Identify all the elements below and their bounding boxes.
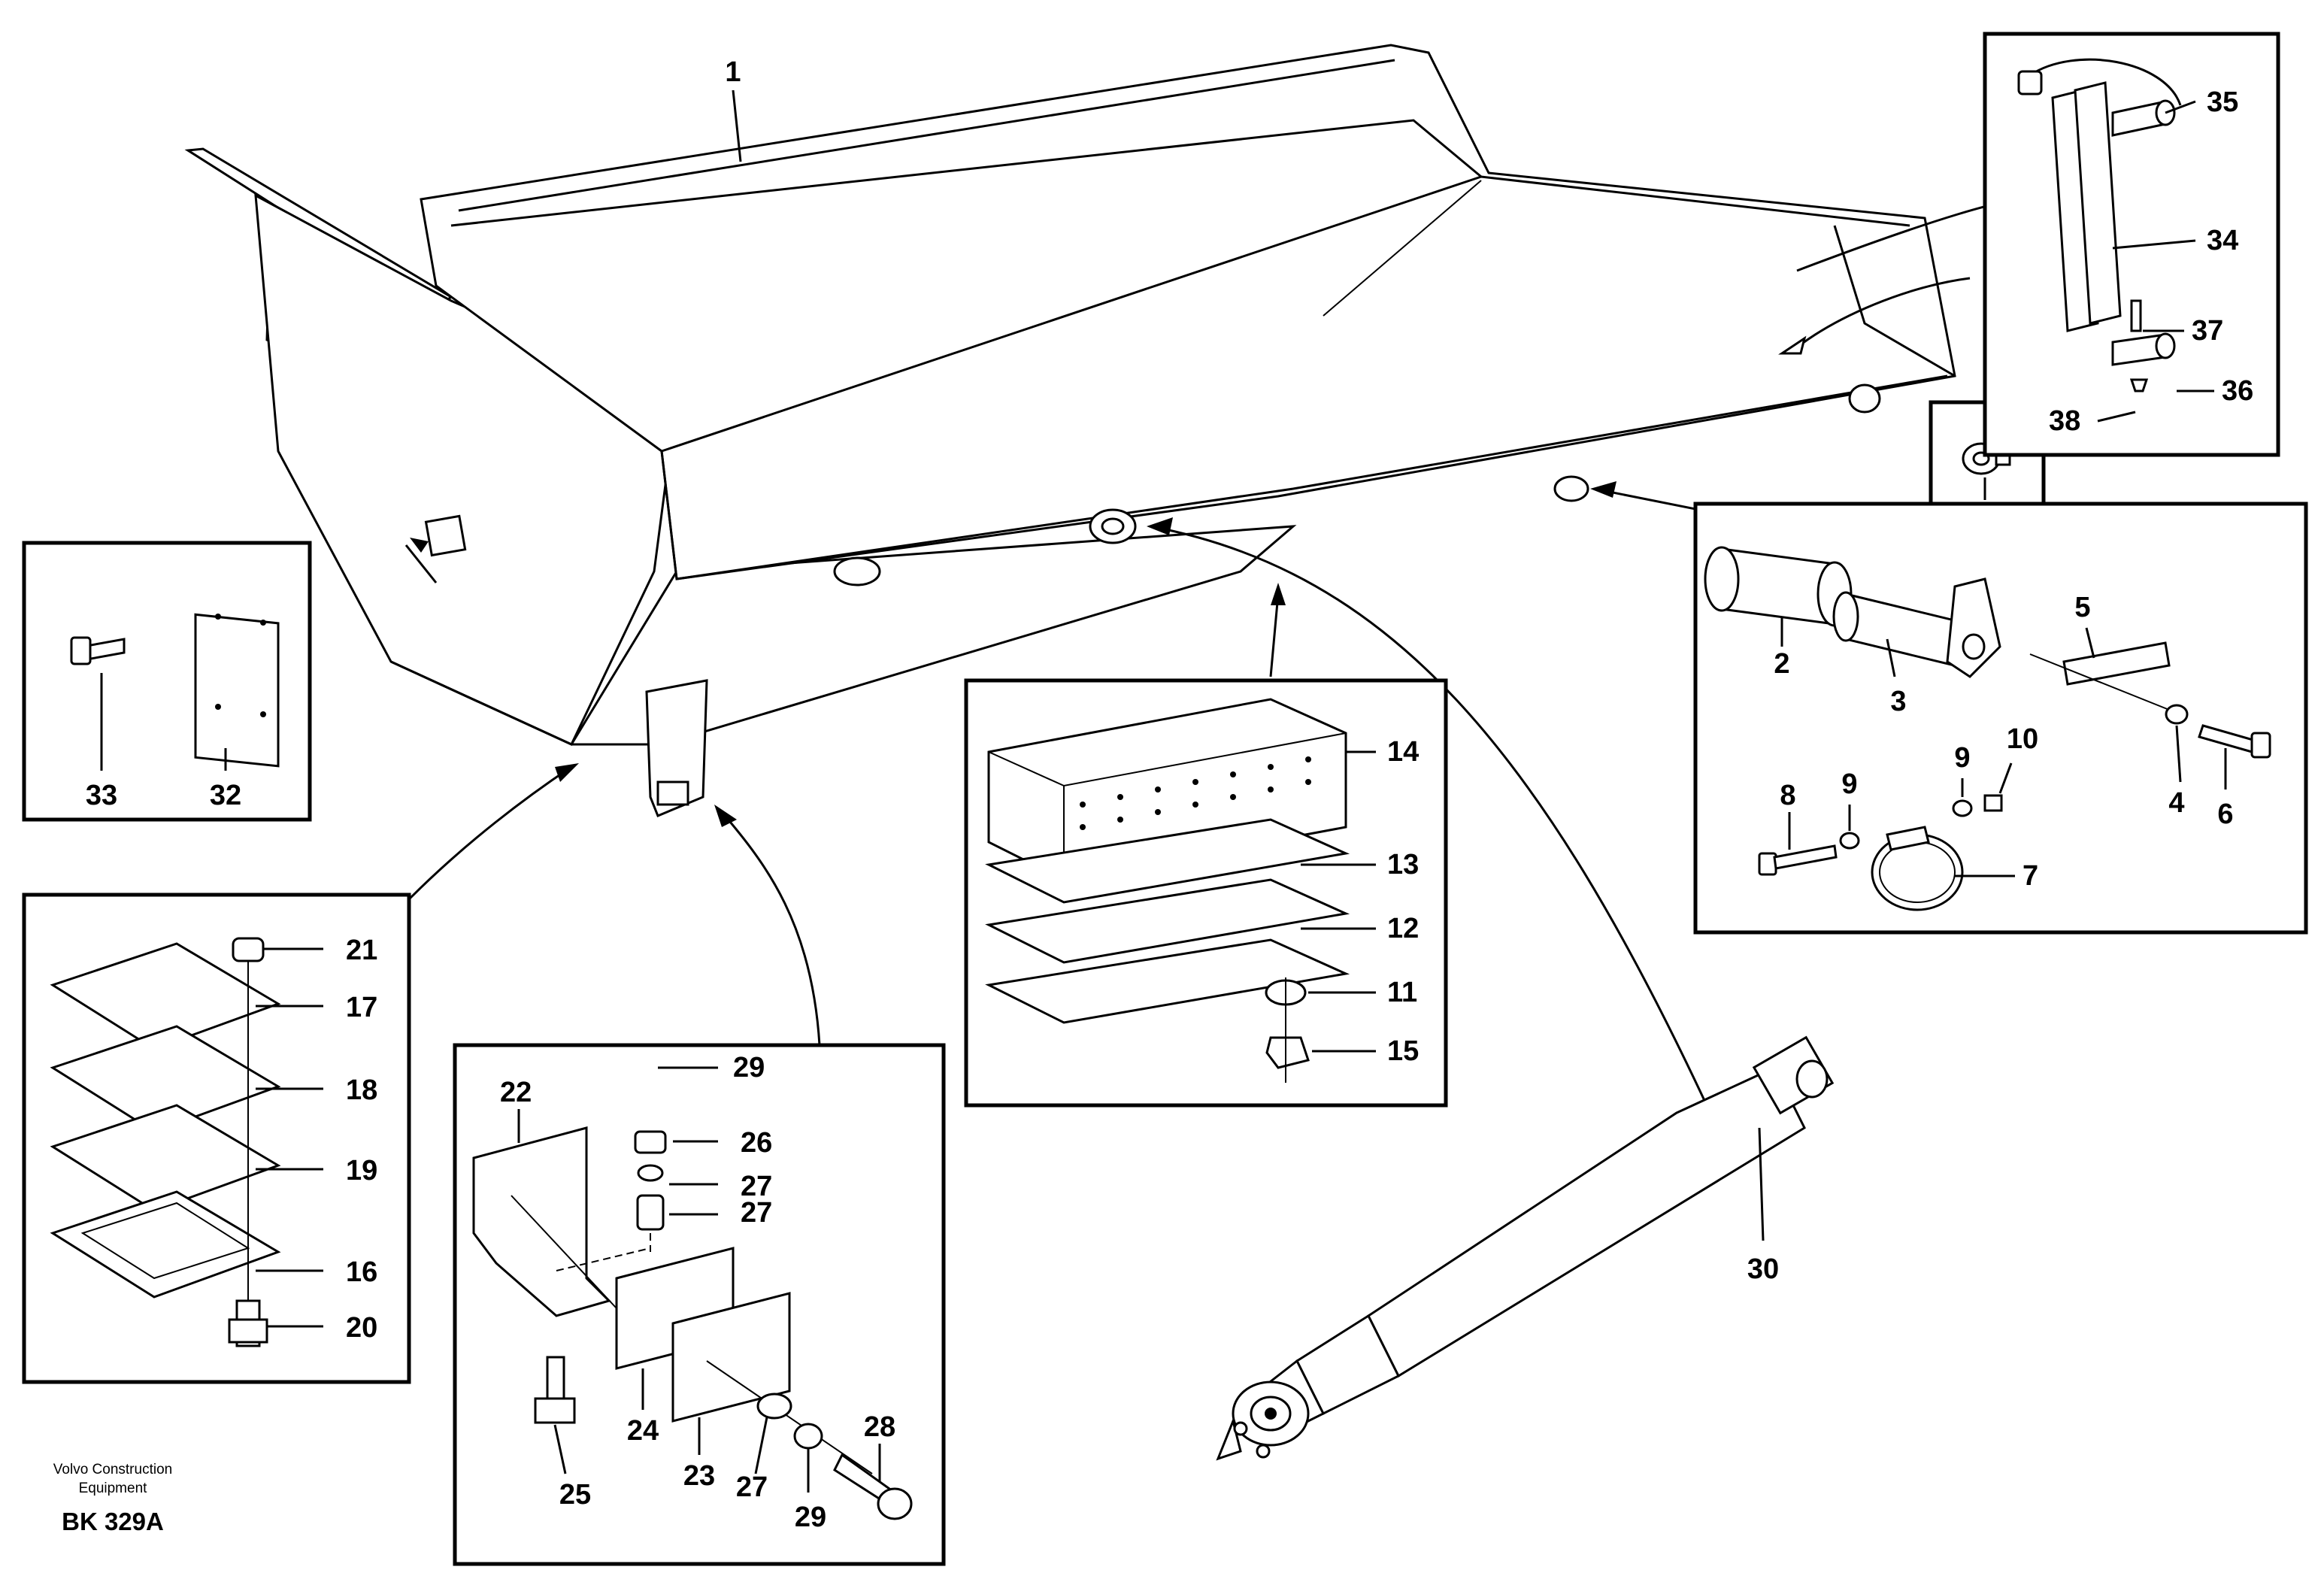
callout-36-label: 36 xyxy=(2222,375,2253,407)
box-pad-bolt: 33 32 xyxy=(22,541,312,822)
credit-line-2: Equipment xyxy=(79,1480,148,1496)
callout-12-label: 12 xyxy=(1387,913,1419,944)
callout-38-label: 38 xyxy=(2049,405,2080,437)
callout-1-label: 1 xyxy=(725,56,741,88)
box-rubber-block: 14 13 12 11 15 xyxy=(964,678,1448,1108)
box-bracket-assembly: 22 29 26 27 27 24 23 25 27 29 28 xyxy=(453,1043,946,1566)
callout-2-label: 2 xyxy=(1774,648,1789,680)
callout-29a-label: 29 xyxy=(733,1052,765,1083)
callout-28-label: 28 xyxy=(864,1411,895,1443)
callout-19-label: 19 xyxy=(346,1155,377,1186)
callout-5-label: 5 xyxy=(2074,592,2090,623)
illustration-code: BK 329A xyxy=(62,1508,164,1535)
callout-6-label: 6 xyxy=(2217,799,2233,830)
callout-1: 1 xyxy=(725,56,742,162)
callout-14-label: 14 xyxy=(1387,736,1419,768)
callout-7-label: 7 xyxy=(2023,860,2038,892)
callout-35-label: 35 xyxy=(2207,86,2238,118)
callout-27a-label: 27 xyxy=(741,1171,772,1202)
body-bracket xyxy=(645,679,708,817)
callout-32-label: 32 xyxy=(210,780,241,811)
callout-9a-label: 9 xyxy=(1841,768,1857,800)
hydraulic-cylinder: 30 xyxy=(1216,1035,1835,1461)
callout-27b-label: 27 xyxy=(741,1197,772,1229)
callout-11-label: 11 xyxy=(1387,977,1417,1008)
callout-10-label: 10 xyxy=(2007,723,2038,755)
callout-37-label: 37 xyxy=(2192,315,2223,347)
callout-33-label: 33 xyxy=(86,780,117,811)
callout-24-label: 24 xyxy=(627,1415,659,1447)
dump-body xyxy=(184,44,2001,746)
callout-18-label: 18 xyxy=(346,1074,377,1106)
callout-26-label: 26 xyxy=(741,1127,772,1159)
callout-30-label: 30 xyxy=(1747,1253,1779,1285)
box-pivot-assembly: 2 3 5 4 6 8 9 7 9 xyxy=(1693,502,2308,935)
callout-20-label: 20 xyxy=(346,1312,377,1344)
callout-9b-label: 9 xyxy=(1954,742,1970,774)
callout-3-label: 3 xyxy=(1890,686,1906,717)
callout-29b-label: 29 xyxy=(795,1502,826,1533)
callout-27b-bottom-label: 27 xyxy=(736,1471,768,1503)
callout-21-label: 21 xyxy=(346,935,377,966)
callout-22-label: 22 xyxy=(500,1077,532,1108)
callout-23-label: 23 xyxy=(683,1460,715,1492)
callout-15-label: 15 xyxy=(1387,1035,1419,1067)
callout-34-label: 34 xyxy=(2207,225,2238,256)
callout-4-label: 4 xyxy=(2168,787,2184,819)
callout-17-label: 17 xyxy=(346,992,377,1023)
callout-25-label: 25 xyxy=(559,1479,591,1511)
box-link-pin: 35 34 37 36 38 xyxy=(1983,32,2280,457)
box-shim-stack: 21 17 18 19 16 20 xyxy=(22,893,411,1384)
publisher-credit: Volvo Construction Equipment BK 329A xyxy=(53,1462,172,1535)
callout-8-label: 8 xyxy=(1780,780,1795,811)
callout-13-label: 13 xyxy=(1387,849,1419,880)
callout-16-label: 16 xyxy=(346,1256,377,1288)
credit-line-1: Volvo Construction xyxy=(53,1462,172,1477)
